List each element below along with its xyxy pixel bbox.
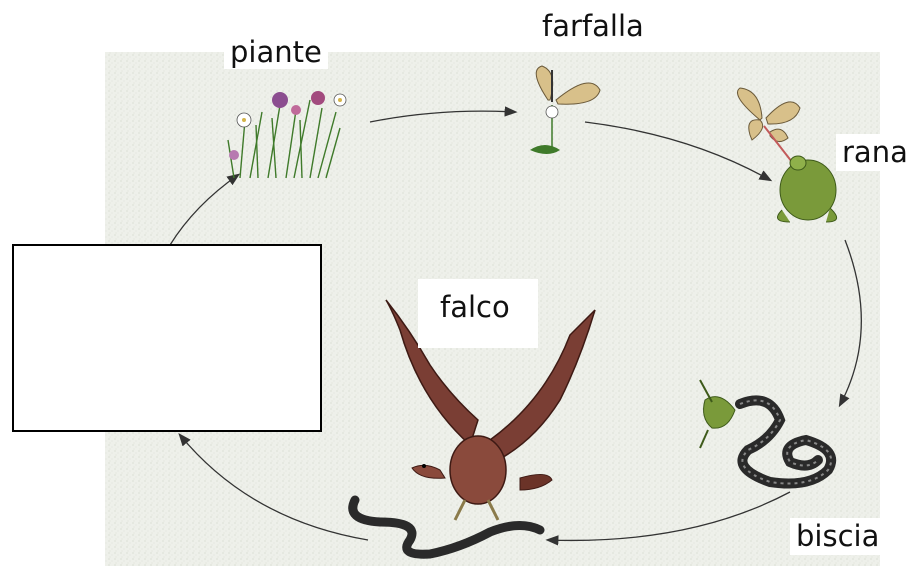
- label-falco: falco: [418, 279, 538, 348]
- label-biscia: biscia: [790, 518, 885, 555]
- blank-answer-box[interactable]: [12, 244, 322, 432]
- label-farfalla: farfalla: [538, 10, 648, 43]
- label-piante: piante: [224, 36, 328, 69]
- label-rana: rana: [836, 134, 914, 171]
